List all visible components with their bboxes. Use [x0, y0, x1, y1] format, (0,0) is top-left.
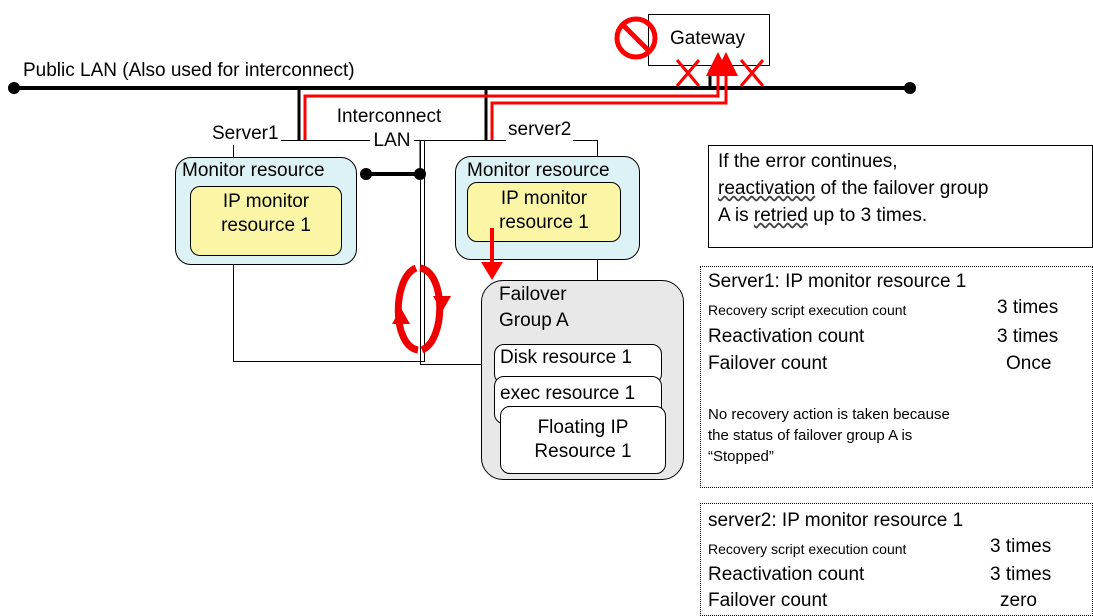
server1-red-path — [303, 52, 730, 140]
interconnect-lan-label-line2: LAN — [370, 130, 414, 152]
floating-ip-resource-1: Floating IP Resource 1 — [500, 406, 666, 474]
x-mark-right — [739, 59, 765, 87]
no-entry-icon — [614, 16, 658, 60]
server2-ip-monitor-line1: IP monitor — [500, 188, 588, 209]
retry-note-retried-word: retried — [753, 205, 808, 226]
server1-row-reactivation-value: 3 times — [997, 326, 1059, 347]
server2-row-failover-value: zero — [1000, 590, 1037, 611]
server2-status-panel — [700, 503, 1093, 616]
server1-footnote-1: No recovery action is taken because — [708, 406, 950, 423]
retry-note-line1: If the error continues, — [718, 151, 898, 172]
server2-panel-title: server2: IP monitor resource 1 — [708, 510, 964, 531]
server2-ip-monitor-line2: resource 1 — [499, 212, 589, 233]
server2-row-reactivation-label: Reactivation count — [708, 564, 865, 585]
server1-panel-title: Server1: IP monitor resource 1 — [708, 271, 967, 292]
server2-red-path — [490, 52, 738, 140]
retry-note-line3-rest: up to 3 times. — [807, 205, 928, 226]
server2-ip-monitor-resource: IP monitor resource 1 — [467, 182, 621, 242]
server2-row-failover-label: Failover count — [708, 590, 828, 611]
ip-monitor-down-arrowhead — [481, 262, 503, 280]
server2-row-recovery-label: Recovery script execution count — [708, 541, 907, 557]
server1-ip-monitor-resource: IP monitor resource 1 — [190, 186, 342, 256]
public-lan-left-end — [8, 82, 20, 94]
interconnect-dot-left — [360, 168, 372, 180]
disk-resource-label: Disk resource 1 — [500, 347, 632, 368]
server1-row-recovery-value: 3 times — [997, 297, 1059, 318]
retry-note-line3-pre: A is — [718, 205, 754, 226]
retry-note-line3: A is retried up to 3 times. — [718, 205, 927, 227]
server1-footnote-2: the status of failover group A is — [708, 427, 913, 444]
public-lan-right-end — [904, 82, 916, 94]
exec-resource-label: exec resource 1 — [500, 383, 636, 404]
server2-label: server2 — [506, 119, 574, 141]
failover-group-label-line2: Group A — [499, 310, 569, 331]
server1-status-panel — [700, 266, 1093, 488]
server1-footnote-3: “Stopped” — [708, 448, 774, 465]
floating-ip-line1: Floating IP — [537, 417, 629, 438]
retry-note-line2-rest: of the failover group — [815, 178, 989, 199]
server2-row-recovery-value: 3 times — [990, 536, 1052, 557]
server1-row-recovery-label: Recovery script execution count — [708, 302, 907, 318]
floating-ip-line2: Resource 1 — [534, 441, 632, 462]
failover-group-label-line1: Failover — [499, 284, 567, 305]
server1-label: Server1 — [210, 123, 281, 145]
server1-ip-monitor-line1: IP monitor — [222, 191, 310, 212]
x-mark-left — [675, 59, 701, 87]
interconnect-lan-label-line1: Interconnect — [336, 106, 442, 127]
retry-note-line2: reactivation of the failover group — [718, 178, 988, 200]
server1-row-failover-label: Failover count — [708, 353, 828, 374]
server1-row-failover-value: Once — [1006, 353, 1052, 374]
gateway-label: Gateway — [670, 28, 745, 49]
retry-cycle-icon — [392, 264, 451, 354]
retry-note-reactivation-word: reactivation — [718, 178, 816, 199]
server1-row-reactivation-label: Reactivation count — [708, 326, 865, 347]
server1-ip-monitor-line2: resource 1 — [221, 215, 311, 236]
retry-note-box — [708, 145, 1093, 248]
public-lan-label: Public LAN (Also used for interconnect) — [23, 60, 355, 81]
server2-row-reactivation-value: 3 times — [990, 564, 1052, 585]
server2-monitor-label: Monitor resource — [467, 160, 610, 181]
server1-monitor-label: Monitor resource — [182, 160, 325, 181]
